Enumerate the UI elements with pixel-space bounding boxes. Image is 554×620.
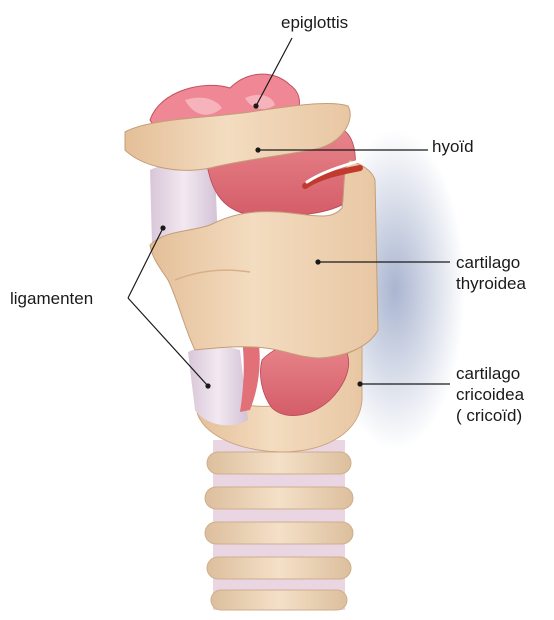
label-cricoidea-line3: ( cricoïd) xyxy=(456,405,524,426)
trachea xyxy=(205,440,353,610)
label-cartilago-cricoidea: cartilago cricoidea ( cricoïd) xyxy=(456,363,524,426)
label-cricoidea-line1: cartilago xyxy=(456,363,524,384)
label-hyoid: hyoïd xyxy=(432,136,474,157)
label-cartilago-thyroidea: cartilago thyroidea xyxy=(456,252,526,294)
label-cricoidea-line2: cricoidea xyxy=(456,384,524,405)
label-ligamenten: ligamenten xyxy=(10,288,93,309)
label-thyroidea-line2: thyroidea xyxy=(456,273,526,294)
label-epiglottis: epiglottis xyxy=(281,12,348,33)
label-thyroidea-line1: cartilago xyxy=(456,252,526,273)
